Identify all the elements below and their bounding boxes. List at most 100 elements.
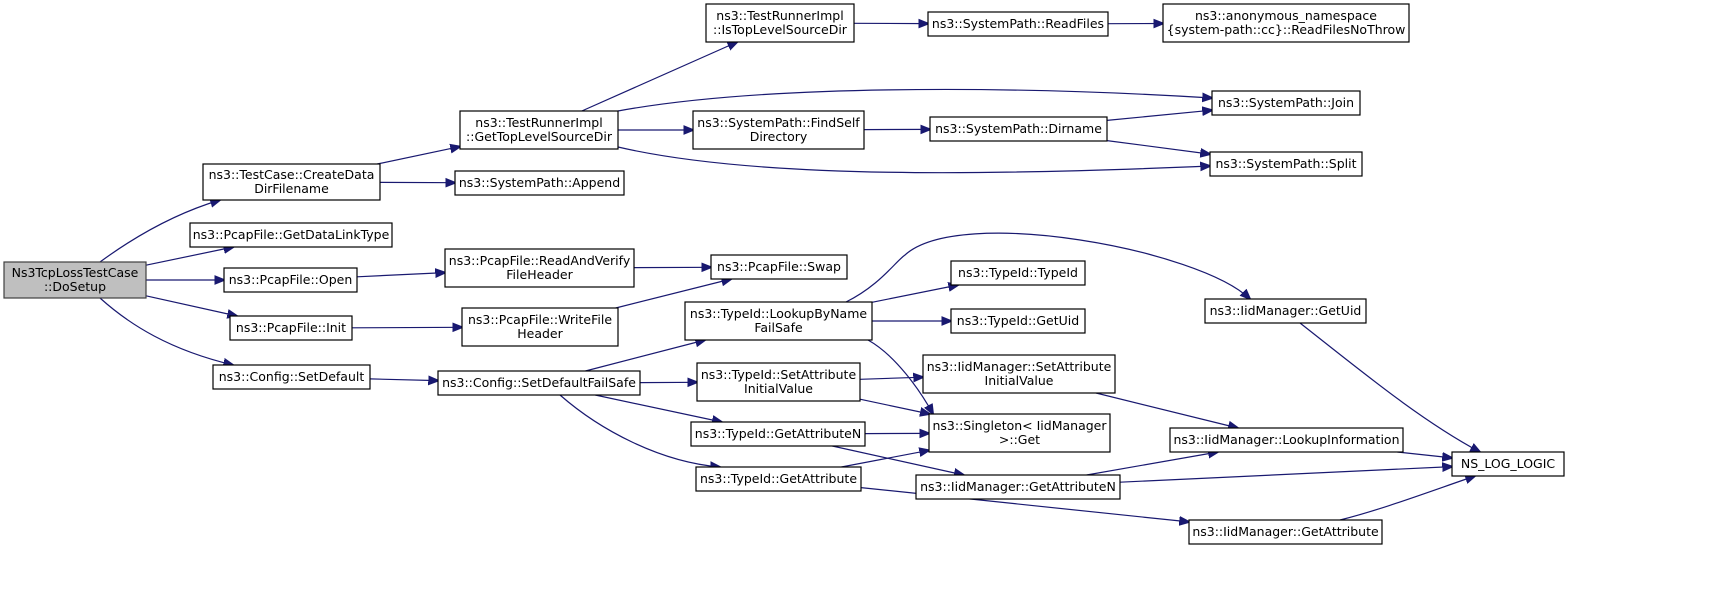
node-label: ns3::PcapFile::Init: [236, 320, 346, 335]
edge-lookupByName-to-iidGetUid: [845, 232, 1250, 303]
node-box: [690, 421, 866, 447]
node-readFilesNoThrow[interactable]: ns3::anonymous_namespace{system-path::cc…: [1162, 3, 1410, 43]
node-label: ns3::SystemPath::Join: [1218, 95, 1354, 110]
node-label: ns3::TypeId::GetAttribute: [700, 471, 857, 486]
node-getTopLevel[interactable]: ns3::TestRunnerImpl::GetTopLevelSourceDi…: [459, 110, 619, 150]
node-label: ns3::TypeId::SetAttribute: [701, 367, 857, 382]
node-box: [1211, 90, 1361, 116]
node-readFiles[interactable]: ns3::SystemPath::ReadFiles: [927, 11, 1109, 37]
node-swap[interactable]: ns3::PcapFile::Swap: [710, 254, 848, 280]
edge-setDefaultFailSafe-to-lookupByName: [585, 340, 705, 372]
node-label: ::DoSetup: [44, 279, 106, 294]
node-dirname[interactable]: ns3::SystemPath::Dirname: [929, 116, 1108, 142]
node-label: ns3::TypeId::TypeId: [958, 265, 1078, 280]
node-split[interactable]: ns3::SystemPath::Split: [1209, 151, 1363, 177]
node-setDefaultFailSafe[interactable]: ns3::Config::SetDefaultFailSafe: [437, 370, 641, 396]
edge-setDefaultFailSafe-to-getAttribute: [559, 394, 720, 467]
node-label: Header: [517, 326, 563, 341]
node-label: ns3::PcapFile::WriteFile: [468, 312, 612, 327]
node-label: ns3::IidManager::GetUid: [1210, 303, 1362, 318]
edge-iidSetAttr-to-lookupInfo: [1095, 392, 1238, 428]
node-label: ns3::SystemPath::ReadFiles: [932, 16, 1104, 31]
node-box: [189, 222, 393, 248]
node-label: ns3::Singleton< IidManager: [932, 418, 1107, 433]
node-box: [223, 267, 358, 293]
node-label: InitialValue: [985, 373, 1054, 388]
node-iidSetAttr[interactable]: ns3::IidManager::SetAttributeInitialValu…: [922, 354, 1116, 394]
node-label: ns3::SystemPath::FindSelf: [697, 115, 860, 130]
node-label: ns3::SystemPath::Split: [1215, 156, 1356, 171]
edge-root-to-createData: [99, 200, 220, 263]
node-label: ns3::PcapFile::ReadAndVerify: [449, 253, 631, 268]
node-join[interactable]: ns3::SystemPath::Join: [1211, 90, 1361, 116]
node-singletonGet[interactable]: ns3::Singleton< IidManager>::Get: [928, 413, 1111, 453]
edge-writeFile-to-swap: [615, 279, 732, 309]
node-setDefault[interactable]: ns3::Config::SetDefault: [212, 364, 371, 390]
edge-lookupInfo-to-nsLogLogic: [1397, 451, 1452, 458]
node-init[interactable]: ns3::PcapFile::Init: [229, 315, 353, 341]
node-label: ns3::TypeId::GetAttributeN: [695, 426, 861, 441]
edge-getAttributeN-to-iidGetAttrN: [832, 445, 963, 475]
edge-root-to-getDataLinkType: [145, 247, 233, 266]
node-label: ns3::SystemPath::Append: [459, 175, 620, 190]
node-nsLogLogic[interactable]: NS_LOG_LOGIC: [1451, 451, 1565, 477]
node-box: [692, 110, 865, 150]
node-label: ::GetTopLevelSourceDir: [466, 129, 613, 144]
edge-setAttrInit-to-singletonGet: [859, 398, 930, 414]
node-box: [1209, 151, 1363, 177]
node-root[interactable]: Ns3TcpLossTestCase::DoSetup: [3, 261, 147, 299]
node-label: DirFilename: [254, 181, 329, 196]
node-label: ns3::PcapFile::Open: [229, 272, 353, 287]
node-label: >::Get: [999, 432, 1040, 447]
node-label: NS_LOG_LOGIC: [1461, 456, 1556, 471]
node-iidGetAttrN[interactable]: ns3::IidManager::GetAttributeN: [915, 474, 1121, 500]
edge-getTopLevel-to-isTopLevel: [581, 42, 737, 112]
node-append[interactable]: ns3::SystemPath::Append: [454, 170, 625, 196]
node-label: Ns3TcpLossTestCase: [12, 265, 139, 280]
node-iidGetUid[interactable]: ns3::IidManager::GetUid: [1204, 298, 1367, 324]
node-label: {system-path::cc}::ReadFilesNoThrow: [1167, 22, 1406, 37]
node-box: [1204, 298, 1367, 324]
node-box: [459, 110, 619, 150]
node-box: [3, 261, 147, 299]
edge-getTopLevel-to-split: [617, 146, 1210, 174]
node-box: [461, 307, 619, 347]
node-box: [950, 308, 1086, 334]
node-getUidT[interactable]: ns3::TypeId::GetUid: [950, 308, 1086, 334]
node-box: [922, 354, 1116, 394]
node-label: ns3::IidManager::SetAttribute: [927, 359, 1112, 374]
edge-setDefault-to-setDefaultFailSafe: [369, 379, 438, 381]
node-label: ns3::PcapFile::Swap: [717, 259, 841, 274]
edge-iidGetAttrN-to-lookupInfo: [1086, 452, 1218, 476]
node-box: [927, 11, 1109, 37]
edge-root-to-init: [145, 295, 237, 316]
node-lookupInfo[interactable]: ns3::IidManager::LookupInformation: [1169, 427, 1404, 453]
node-box: [1162, 3, 1410, 43]
node-label: ns3::IidManager::GetAttribute: [1192, 524, 1379, 539]
node-label: ns3::IidManager::GetAttributeN: [920, 479, 1116, 494]
node-label: ns3::PcapFile::GetDataLinkType: [193, 227, 390, 242]
node-getAttribute[interactable]: ns3::TypeId::GetAttribute: [695, 466, 862, 492]
node-isTopLevel[interactable]: ns3::TestRunnerImpl::IsTopLevelSourceDir: [705, 3, 855, 43]
edge-iidGetAttrN-to-nsLogLogic: [1119, 467, 1452, 483]
node-box: [202, 163, 381, 201]
node-label: ns3::SystemPath::Dirname: [935, 121, 1102, 136]
node-iidGetAttr[interactable]: ns3::IidManager::GetAttribute: [1188, 519, 1383, 545]
node-label: ns3::TestRunnerImpl: [475, 115, 602, 130]
function-nodes: Ns3TcpLossTestCase::DoSetup ns3::TestCase…: [3, 3, 1565, 545]
node-getAttributeN[interactable]: ns3::TypeId::GetAttributeN: [690, 421, 866, 447]
node-typeIdCtor[interactable]: ns3::TypeId::TypeId: [950, 260, 1086, 286]
node-box: [437, 370, 641, 396]
node-box: [915, 474, 1121, 500]
node-getDataLinkType[interactable]: ns3::PcapFile::GetDataLinkType: [189, 222, 393, 248]
edge-lookupByName-to-typeIdCtor: [871, 285, 958, 303]
node-open[interactable]: ns3::PcapFile::Open: [223, 267, 358, 293]
edge-lookupByName-to-singletonGet: [867, 339, 933, 414]
